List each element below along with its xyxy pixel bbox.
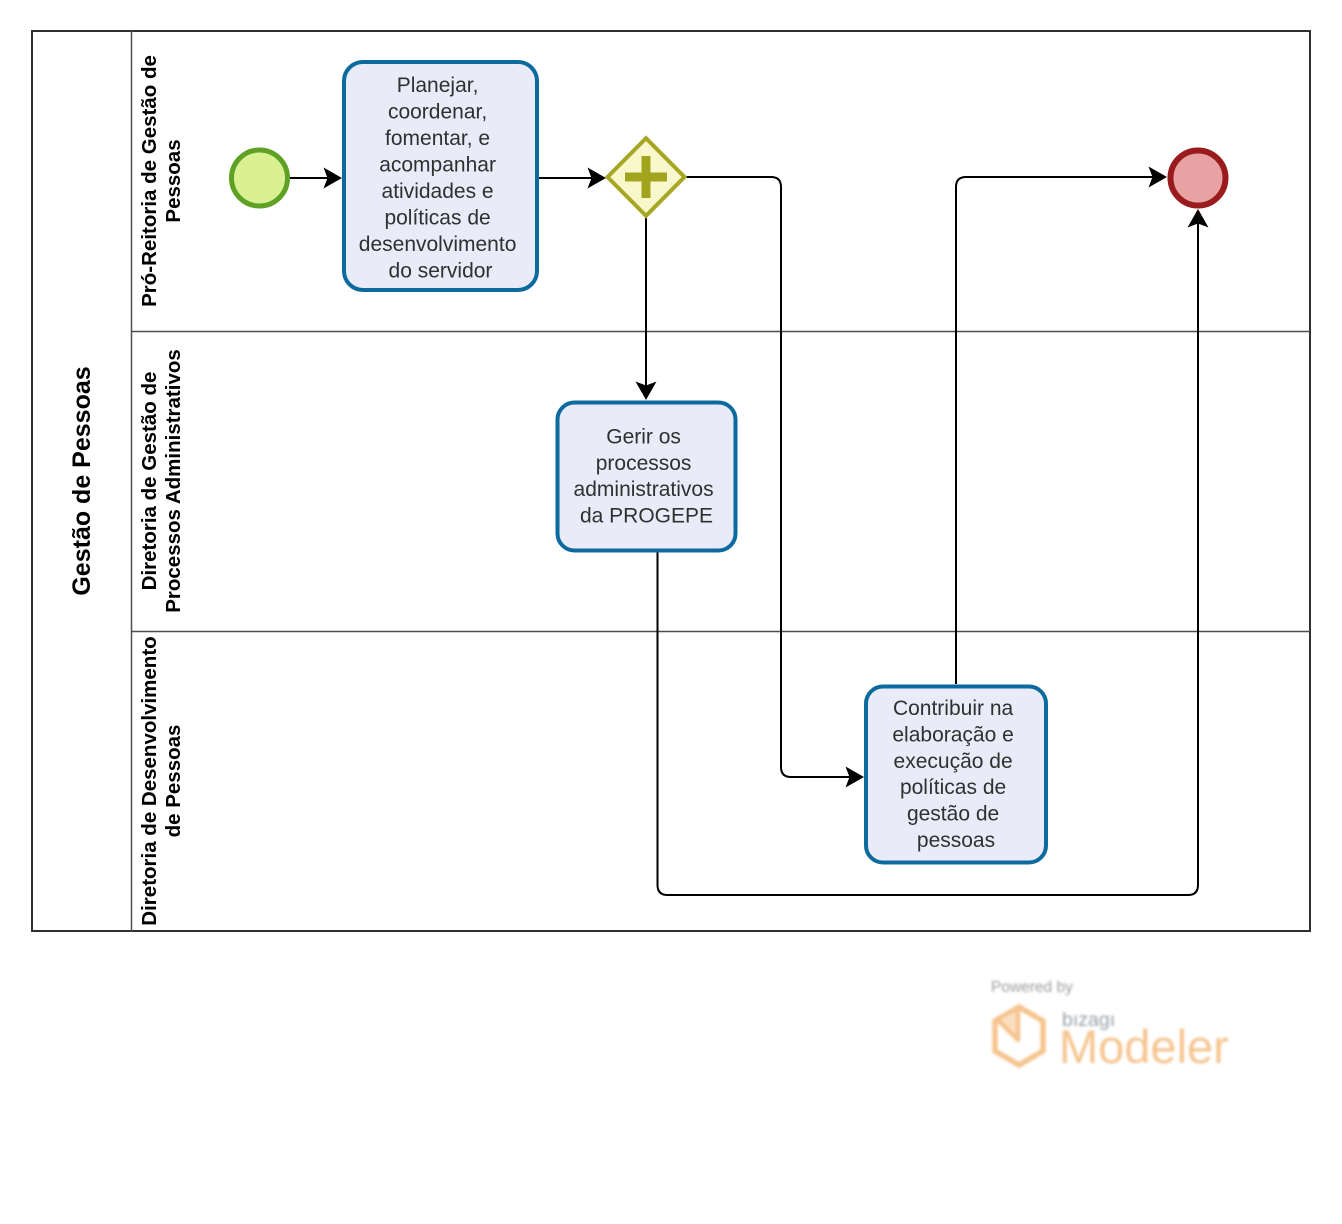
svg-text:Diretoria de Desenvolvimentode: Diretoria de Desenvolvimentode Pessoas: [138, 636, 185, 925]
svg-text:Planejar, coordenar, f: Planejar, coordenar, fomentar, e acompan…: [359, 74, 522, 283]
svg-text:bızagı: bızagı: [1062, 1009, 1115, 1031]
svg-text:Gerir os processos adm: Gerir os processos administrativos da PR…: [574, 425, 720, 527]
svg-text:Diretoria de Gestão deProcesso: Diretoria de Gestão deProcessos Administ…: [138, 349, 185, 613]
svg-text:Pró-Reitoria de Gestão dePesso: Pró-Reitoria de Gestão dePessoas: [138, 55, 185, 307]
svg-text:Modeler: Modeler: [1059, 1020, 1229, 1073]
svg-text:Powered by: Powered by: [991, 979, 1073, 996]
svg-text:Gestão de Pessoas: Gestão de Pessoas: [68, 366, 96, 595]
svg-text:Contribuir na elaboração e: Contribuir na elaboração e execução de p…: [892, 697, 1019, 852]
